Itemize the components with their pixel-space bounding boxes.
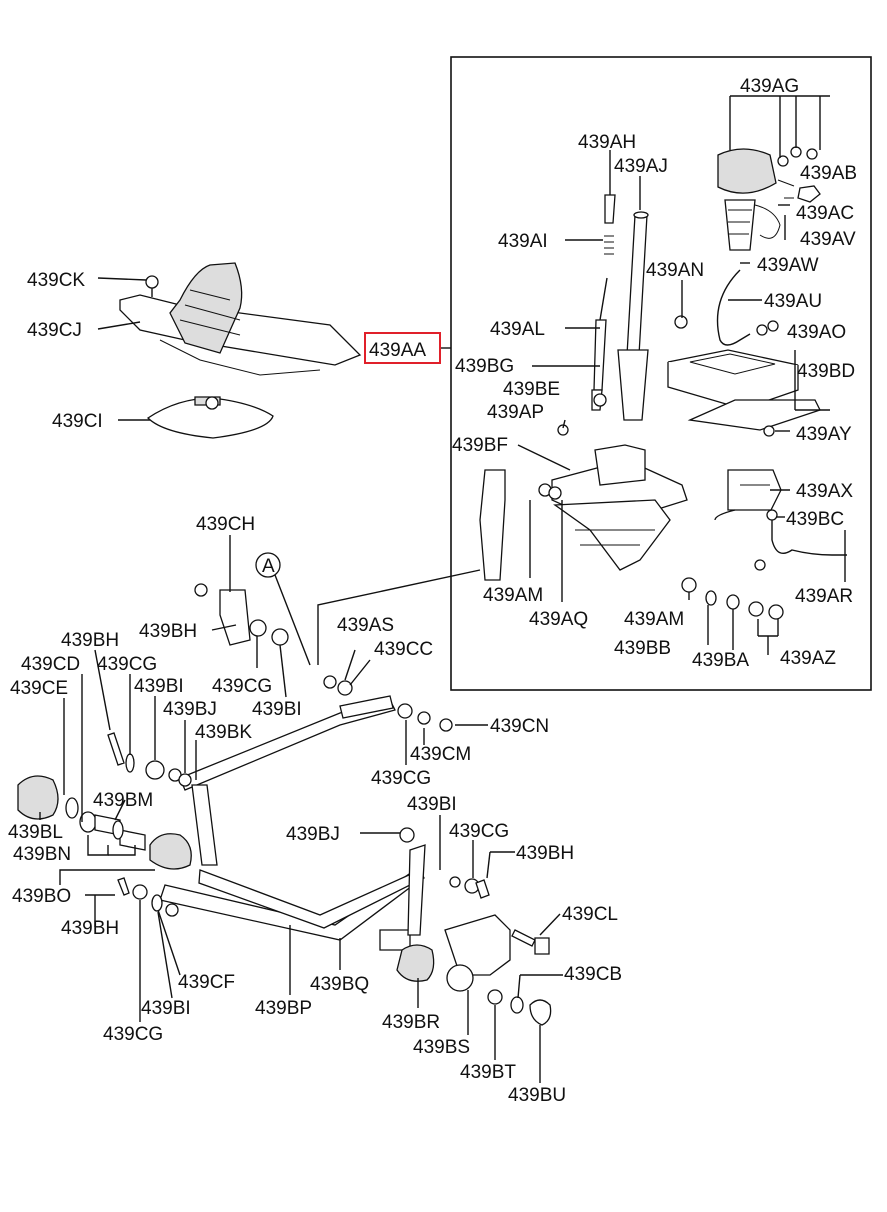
linkage-rod-part [159,695,426,951]
label-439BH-2[interactable]: 439BH [139,621,197,642]
assembly-inset-frame [450,56,872,691]
label-439AU[interactable]: 439AU [764,291,822,312]
label-439BB[interactable]: 439BB [614,638,671,659]
switch-part [714,469,847,571]
label-439CH[interactable]: 439CH [196,514,255,535]
label-439BQ[interactable]: 439BQ [310,974,369,995]
label-439AS[interactable]: 439AS [337,615,394,636]
reference-circle-A [255,552,281,578]
shift-boot-part [119,262,362,376]
label-439BI-3[interactable]: 439BI [407,794,457,815]
label-439AR[interactable]: 439AR [795,586,853,607]
base-bracket-part [479,393,688,581]
label-439BR[interactable]: 439BR [382,1012,440,1033]
label-439BA[interactable]: 439BA [692,650,749,671]
label-439AL[interactable]: 439AL [490,319,545,340]
bushing-parts-right [396,827,552,1026]
label-439CG-4[interactable]: 439CG [449,821,509,842]
label-439CG-2[interactable]: 439CG [212,676,272,697]
inset-leader-lines [517,95,846,655]
label-439CN[interactable]: 439CN [490,716,549,737]
label-439AB[interactable]: 439AB [800,163,857,184]
label-439CI[interactable]: 439CI [52,411,103,432]
label-439AP[interactable]: 439AP [487,402,544,423]
label-439CB[interactable]: 439CB [564,964,622,985]
lever-pin-part [591,194,616,411]
label-439AQ[interactable]: 439AQ [529,609,588,630]
label-439CD[interactable]: 439CD [21,654,80,675]
label-439AJ[interactable]: 439AJ [614,156,668,177]
label-439BJ-2[interactable]: 439BJ [286,824,340,845]
label-439BH-3[interactable]: 439BH [516,843,574,864]
label-439AV[interactable]: 439AV [800,229,856,250]
label-439AG[interactable]: 439AG [740,76,799,97]
label-439BI-1[interactable]: 439BI [134,676,184,697]
label-439CG-5[interactable]: 439CG [103,1024,163,1045]
label-439CF[interactable]: 439CF [178,972,235,993]
label-439AN[interactable]: 439AN [646,260,704,281]
label-439BE[interactable]: 439BE [503,379,560,400]
label-439CG-3[interactable]: 439CG [371,768,431,789]
label-439BI-4[interactable]: 439BI [141,998,191,1019]
label-439BL[interactable]: 439BL [8,822,63,843]
label-439BO[interactable]: 439BO [12,886,71,907]
label-439AH[interactable]: 439AH [578,132,636,153]
label-439BJ-1[interactable]: 439BJ [163,699,217,720]
bottom-leader-lines [39,535,563,1083]
label-439BU[interactable]: 439BU [508,1085,566,1106]
label-439BN[interactable]: 439BN [13,844,71,865]
label-439AM-1[interactable]: 439AM [483,585,543,606]
label-439BG[interactable]: 439BG [455,356,514,377]
label-439AC[interactable]: 439AC [796,203,854,224]
shift-knob-part [717,146,821,251]
shift-lever-part [617,211,649,421]
label-439BD[interactable]: 439BD [797,361,855,382]
label-439BM[interactable]: 439BM [93,790,153,811]
indicator-panel-part [667,349,821,431]
part-labels: 439AG 439AH 439AJ 439AB 439AC 439AV 439A… [8,76,857,1106]
label-439CL[interactable]: 439CL [562,904,618,925]
label-439CJ[interactable]: 439CJ [27,320,82,341]
label-439BI-2[interactable]: 439BI [252,699,302,720]
label-439AA[interactable]: 439AA [369,340,426,361]
label-439BP[interactable]: 439BP [255,998,312,1019]
reference-circle-A-label: A [262,556,275,577]
cable-part [716,269,751,346]
label-439CK[interactable]: 439CK [27,270,85,291]
label-439AW[interactable]: 439AW [757,255,819,276]
label-439BT[interactable]: 439BT [460,1062,516,1083]
label-439CC[interactable]: 439CC [374,639,433,660]
bracket-parts-mid [194,583,453,732]
mount-plate-part [146,396,274,439]
label-439BC[interactable]: 439BC [786,509,844,530]
label-439AI[interactable]: 439AI [498,231,548,252]
label-439AY[interactable]: 439AY [796,424,852,445]
label-439AZ[interactable]: 439AZ [780,648,836,669]
label-439AM-2[interactable]: 439AM [624,609,684,630]
label-439AO[interactable]: 439AO [787,322,846,343]
label-439AX[interactable]: 439AX [796,481,853,502]
label-439BF[interactable]: 439BF [452,435,508,456]
label-439BK[interactable]: 439BK [195,722,252,743]
label-439CM[interactable]: 439CM [410,744,471,765]
label-439CG-1[interactable]: 439CG [97,654,157,675]
bushing-parts-left [17,732,192,917]
label-439CE[interactable]: 439CE [10,678,68,699]
label-439BS[interactable]: 439BS [413,1037,470,1058]
highlight-box-439AA[interactable] [364,332,441,364]
label-439BH-1[interactable]: 439BH [61,630,119,651]
label-439BH-4[interactable]: 439BH [61,918,119,939]
